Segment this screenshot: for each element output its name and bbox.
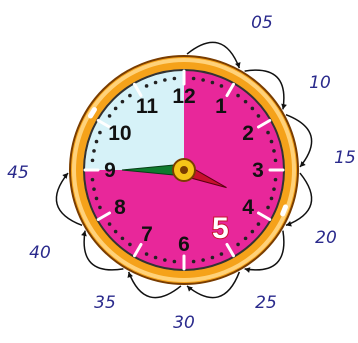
minute-dot [95, 140, 99, 144]
minute-dot [244, 100, 248, 104]
minute-arc-arrowhead [245, 267, 251, 273]
minute-label-15: 15 [334, 148, 356, 168]
hour-number-3: 3 [252, 159, 264, 182]
minute-dot [145, 252, 149, 256]
minute-dot [244, 237, 248, 241]
minute-label-30: 30 [173, 313, 195, 333]
minute-dot [211, 256, 215, 260]
minute-label-20: 20 [315, 228, 337, 248]
minute-dot [236, 243, 240, 247]
minute-dot [272, 187, 276, 191]
hour-number-2: 2 [242, 122, 254, 145]
minute-dot [274, 178, 278, 182]
minute-dot [257, 222, 261, 226]
rim-shine [90, 110, 94, 116]
minute-label-25: 25 [255, 293, 277, 313]
minute-dot [108, 114, 112, 118]
minute-dot [192, 260, 196, 264]
minute-dot [92, 187, 96, 191]
hour-number-9: 9 [104, 159, 116, 182]
minute-dot [128, 243, 132, 247]
minute-dot [108, 222, 112, 226]
hour-number-7: 7 [141, 223, 153, 246]
hour-number-11: 11 [136, 95, 159, 118]
hour-number-12: 12 [172, 85, 195, 108]
minute-dot [211, 81, 215, 85]
minute-dot [114, 230, 118, 234]
minute-dot [98, 131, 102, 135]
minute-dot [272, 149, 276, 153]
minute-dot [98, 206, 102, 210]
hour-number-6: 6 [178, 233, 190, 256]
minute-dot [236, 94, 240, 98]
minute-dot [163, 78, 167, 82]
minute-arc-arrowhead [281, 104, 287, 110]
minute-dot [128, 94, 132, 98]
hour-number-4: 4 [242, 196, 254, 219]
minute-label-05: 05 [251, 13, 273, 33]
minute-label-40: 40 [29, 243, 51, 263]
minute-dot [201, 258, 205, 262]
minute-label-45: 45 [7, 163, 29, 183]
minute-dot [274, 159, 278, 163]
center-pin [180, 166, 188, 174]
minute-label-35: 35 [94, 293, 116, 313]
minute-dot [173, 77, 177, 81]
minute-dot [92, 149, 96, 153]
minute-dot [145, 84, 149, 88]
minute-dot [266, 131, 270, 135]
minute-dot [173, 260, 177, 264]
minute-dot [154, 256, 158, 260]
minute-dot [251, 107, 255, 111]
minute-dot [121, 100, 125, 104]
minute-dot [201, 78, 205, 82]
minute-dot [95, 197, 99, 201]
rim-shine [283, 207, 286, 214]
minute-dot [163, 258, 167, 262]
minute-label-10: 10 [309, 73, 331, 93]
minute-dot [192, 77, 196, 81]
hour-number-8: 8 [114, 196, 126, 219]
minute-dot [270, 140, 274, 144]
minute-dot [91, 178, 95, 182]
minute-dot [220, 84, 224, 88]
minute-dot [270, 197, 274, 201]
minute-arc-arrowhead [81, 231, 87, 237]
hour-number-10: 10 [108, 122, 131, 145]
highlight-five: 5 [212, 212, 229, 245]
minute-dot [154, 81, 158, 85]
minute-dot [121, 237, 125, 241]
minute-dot [91, 159, 95, 163]
minute-dot [251, 230, 255, 234]
minute-dot [266, 206, 270, 210]
minute-dot [220, 252, 224, 256]
minute-dot [257, 114, 261, 118]
hour-number-1: 1 [215, 95, 227, 118]
minute-dot [114, 107, 118, 111]
